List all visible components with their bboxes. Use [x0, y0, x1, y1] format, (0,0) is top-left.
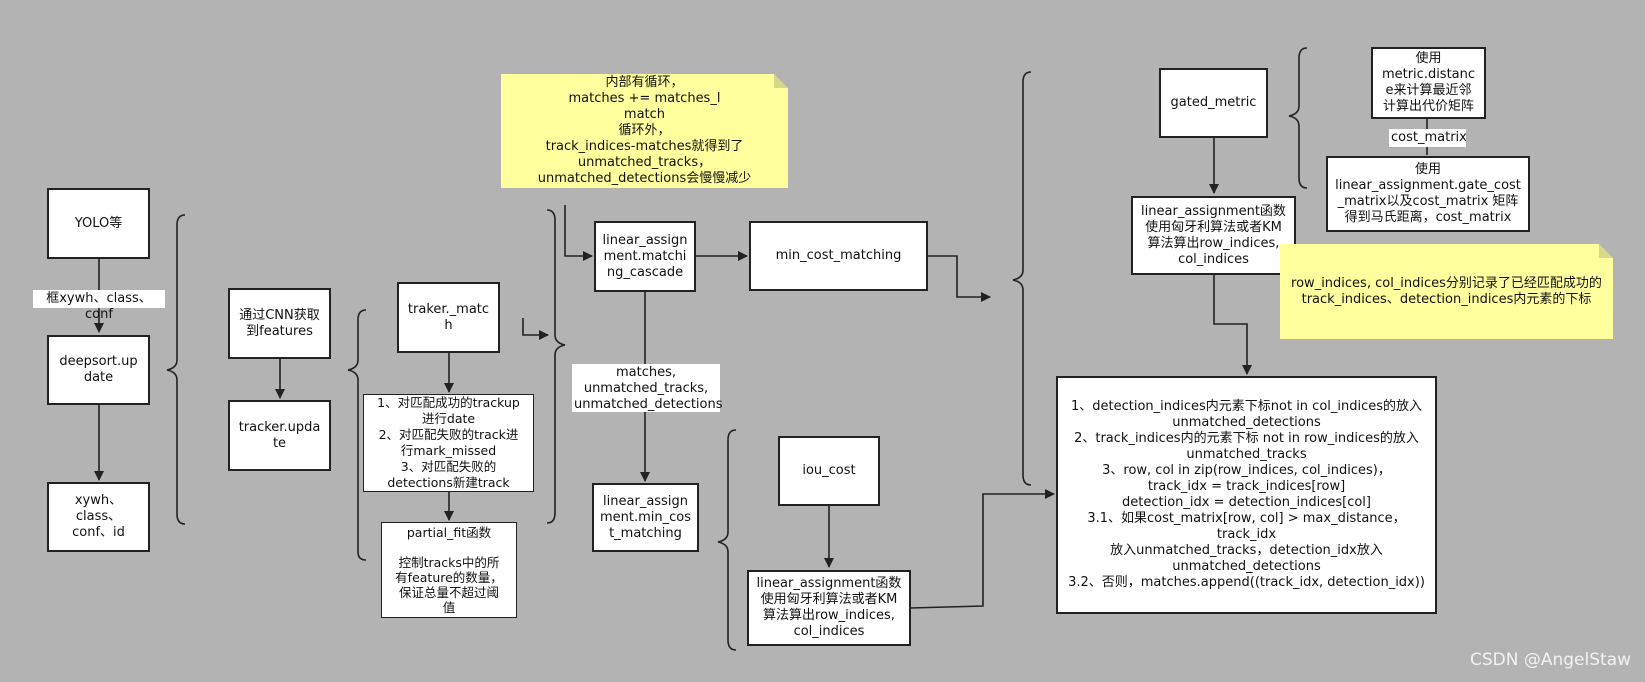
tracker-update-node: tracker.upda te	[228, 400, 331, 471]
cascade-loop-note: 内部有循环， matches += matches_l match 循环外， t…	[501, 74, 788, 188]
partial-fit-node: partial_fit函数 控制tracks中的所 有feature的数量， 保…	[381, 522, 517, 618]
lap-iou-node: linear_assignment函数 使用匈牙利算法或者KM 算法算出row_…	[747, 570, 911, 646]
arrow-lap-iou-to-final	[909, 489, 1055, 609]
deepsort-update-node: deepsort.up date	[47, 335, 150, 405]
note-fold-corner	[774, 74, 788, 88]
cnn-features-node: 通过CNN获取 到features	[228, 288, 331, 359]
yolo-node: YOLO等	[47, 188, 150, 259]
final-logic-node: 1、detection_indices内元素下标not in col_indic…	[1056, 376, 1437, 614]
metric-distance-node: 使用 metric.distanc e来计算最近邻 计算出代价矩阵	[1371, 47, 1486, 119]
cascade-loop-note-text: 内部有循环， matches += matches_l match 循环外， t…	[537, 75, 752, 186]
min-cost-matching-iou-node: linear_assign ment.min_cos t_matching	[592, 483, 699, 552]
iou-cost-node: iou_cost	[778, 436, 880, 506]
brace-2	[347, 309, 367, 561]
gated-metric-node: gated_metric	[1159, 68, 1268, 138]
label-box-xywh-class-conf: 框xywh、class、conf	[33, 290, 165, 322]
brace-1	[166, 214, 186, 525]
brace-5	[1012, 71, 1032, 486]
update-steps-node: 1、对匹配成功的trackup 进行date 2、对匹配失败的track进 行m…	[363, 394, 534, 492]
cascade-outputs-label: matches, unmatched_tracks, unmatched_det…	[572, 364, 723, 412]
indices-meaning-note-text: row_indices, col_indices分别记录了已经匹配成功的 tra…	[1291, 275, 1602, 307]
arrow-match-to-cascade-brace	[522, 318, 549, 340]
note-fold-corner	[1599, 244, 1613, 258]
brace-3	[546, 209, 566, 524]
xywh-output-node: xywh、 class、 conf、id	[47, 482, 150, 552]
arrow-note-to-cascade	[564, 205, 593, 261]
min-cost-matching-node: min_cost_matching	[749, 221, 928, 291]
lap-gated-node: linear_assignment函数 使用匈牙利算法或者KM 算法算出row_…	[1131, 196, 1296, 275]
indices-meaning-note: row_indices, col_indices分别记录了已经匹配成功的 tra…	[1280, 244, 1613, 339]
watermark: CSDN @AngelStaw	[1469, 650, 1631, 670]
gate-cost-node: 使用 linear_assignment.gate_cost _matrix以及…	[1326, 156, 1530, 232]
tracker-match-node: traker._matc h	[397, 282, 500, 353]
brace-6	[1288, 47, 1308, 189]
arrow-mincost-to-brace	[928, 255, 991, 302]
brace-4	[717, 429, 737, 651]
arrow-lap-to-final	[1213, 275, 1252, 375]
matching-cascade-node: linear_assign ment.matchi ng_cascade	[594, 221, 696, 292]
cost-matrix-label: cost_matrix	[1389, 129, 1467, 147]
